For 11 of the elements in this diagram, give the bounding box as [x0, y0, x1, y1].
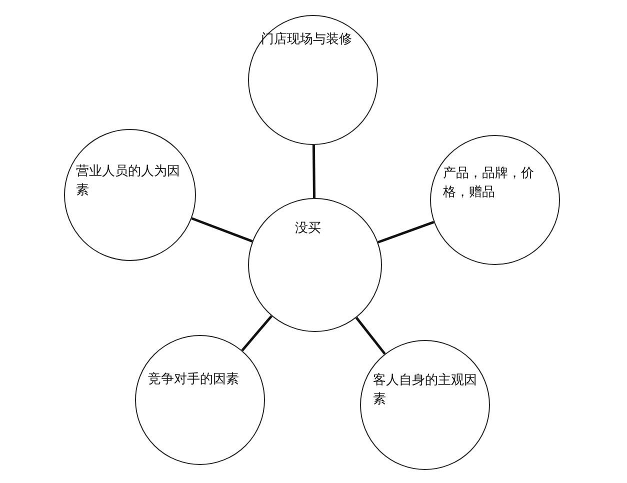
node-label: 客人自身的主观因素: [373, 372, 477, 409]
connector-line: [191, 217, 253, 242]
connector-line: [241, 315, 272, 352]
node-label: 门店现场与装修: [261, 31, 353, 49]
node-label: 没买: [295, 220, 322, 238]
node-label: 营业人员的人为因素: [76, 163, 181, 200]
connector-line: [355, 316, 386, 355]
connector-line: [378, 220, 434, 244]
connector-line: [312, 144, 316, 198]
node-label: 产品，品牌，价格，赠品: [443, 165, 535, 202]
node-label: 竞争对手的因素: [148, 371, 240, 389]
